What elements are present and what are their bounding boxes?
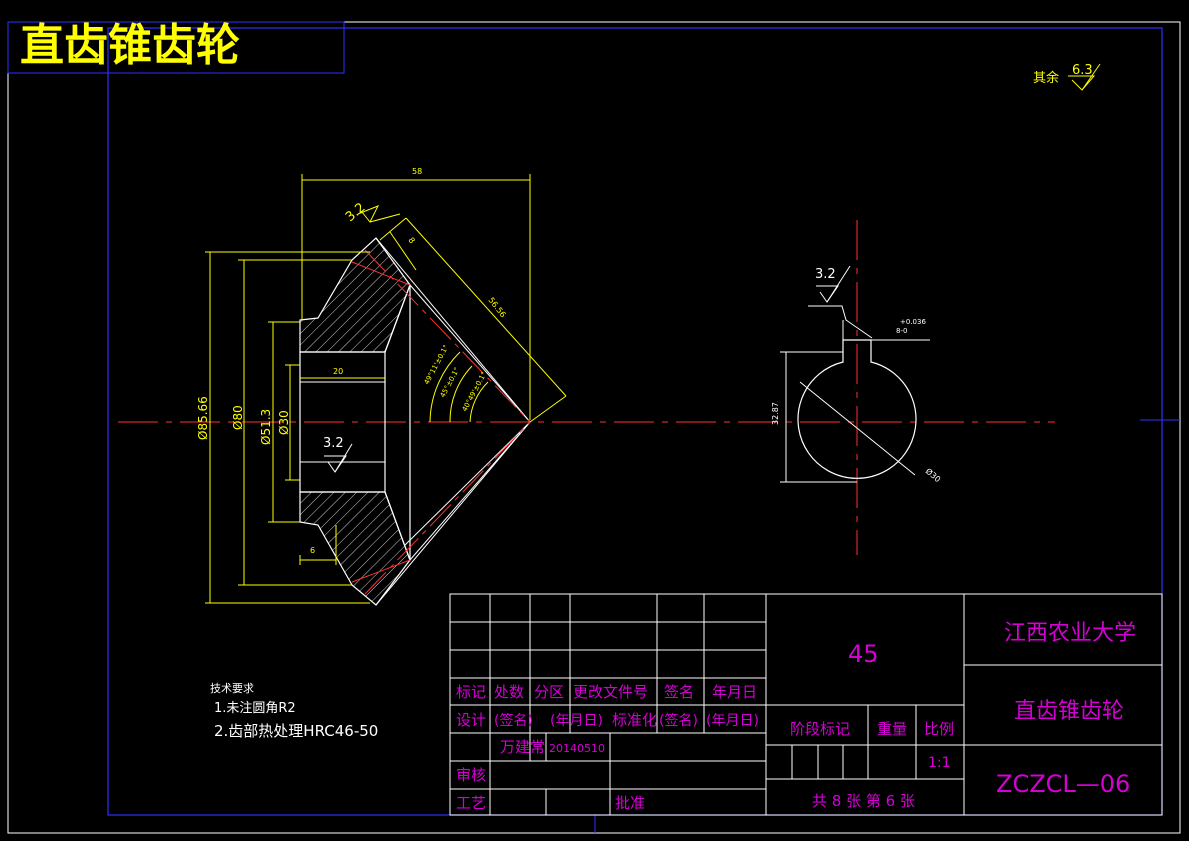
bore-dia-dim: Ø30: [924, 466, 943, 484]
title-block-grid: [449, 593, 1163, 816]
dim-angle-3: 40°49'±0.1°: [461, 371, 489, 413]
drawing-title: 直齿锥齿轮: [20, 20, 240, 71]
dim-dia-30: Ø30: [277, 410, 291, 435]
dim-face-8: 8: [406, 236, 416, 246]
pitch-line-bottom: [364, 421, 531, 595]
bore-roughness-value: 3.2: [323, 436, 344, 451]
tech-item-2: 2.齿部热处理HRC46-50: [214, 722, 378, 740]
tb-hdr-docno: 更改文件号: [573, 683, 648, 701]
keyway-tolerance: +0.036: [900, 318, 926, 326]
tb-stage-mark: 阶段标记: [790, 720, 850, 738]
tb-designer-date: 20140510: [549, 742, 605, 755]
general-roughness-value: 6.3: [1072, 63, 1093, 78]
title-box: [7, 21, 345, 74]
tb-hdr-count: 处数: [494, 683, 524, 701]
tb-design-date: (年月日): [550, 713, 603, 729]
tech-heading: 技术要求: [210, 682, 254, 695]
tb-approve: 批准: [615, 794, 645, 812]
tb-drawing-no: ZCZCL—06: [996, 770, 1130, 798]
bore-outline: [797, 339, 917, 479]
tb-hdr-date: 年月日: [712, 683, 757, 701]
dim-dia-513: Ø51.3: [259, 409, 273, 445]
tb-standardize: 标准化: [612, 711, 657, 729]
general-roughness-label: 其余: [1033, 70, 1059, 86]
dim-hub-20: 20: [333, 367, 343, 376]
tb-std-sign: (签名): [659, 712, 698, 729]
tb-scale-label: 比例: [924, 720, 954, 738]
keyway-width-dim: 8-0: [896, 327, 907, 335]
key-depth-dim: 32.87: [771, 402, 780, 425]
outer-frame: [7, 21, 1181, 834]
tb-design: 设计: [456, 711, 486, 729]
face-roughness-symbol: [357, 205, 380, 223]
tb-designer: 万建常: [500, 738, 545, 756]
cone-line-top: [375, 237, 531, 423]
tb-std-date: (年月日): [706, 713, 759, 729]
keyway-roughness-symbol: [816, 285, 839, 303]
tech-item-1: 1.未注圆角R2: [214, 701, 296, 716]
tb-review: 审核: [456, 766, 486, 784]
dim-angle-2: 45°±0.1°: [439, 366, 462, 399]
tb-weight: 重量: [877, 720, 907, 738]
dim-bottom-6: 6: [310, 546, 315, 555]
tb-process: 工艺: [456, 794, 486, 812]
tb-hdr-zone: 分区: [534, 683, 564, 701]
tb-part-name: 直齿锥齿轮: [1014, 699, 1124, 724]
dim-dia-80: Ø80: [231, 405, 245, 430]
tb-design-sign: (签名): [494, 712, 533, 729]
tb-material: 45: [848, 640, 879, 668]
face-roughness-value: 3.2: [343, 200, 368, 225]
pitch-line-top: [364, 249, 531, 423]
tb-scale-value: 1:1: [928, 755, 951, 771]
gear-section-upper: [299, 237, 411, 353]
dim-cone-5656: 56.56: [486, 296, 507, 320]
general-roughness-symbol: [1068, 75, 1096, 91]
tb-school: 江西农业大学: [1004, 621, 1136, 646]
tb-hdr-sign: 签名: [664, 683, 694, 701]
keyway-roughness-value: 3.2: [815, 267, 836, 282]
hub-outline: [299, 351, 386, 493]
tb-hdr-mark: 标记: [456, 683, 486, 701]
bore-roughness-symbol: [324, 455, 347, 473]
dim-width-58: 58: [412, 167, 422, 176]
tb-sheets: 共 8 张 第 6 张: [812, 792, 915, 810]
gear-section-lower: [299, 491, 411, 606]
dim-dia-8566: Ø85.66: [196, 396, 210, 440]
